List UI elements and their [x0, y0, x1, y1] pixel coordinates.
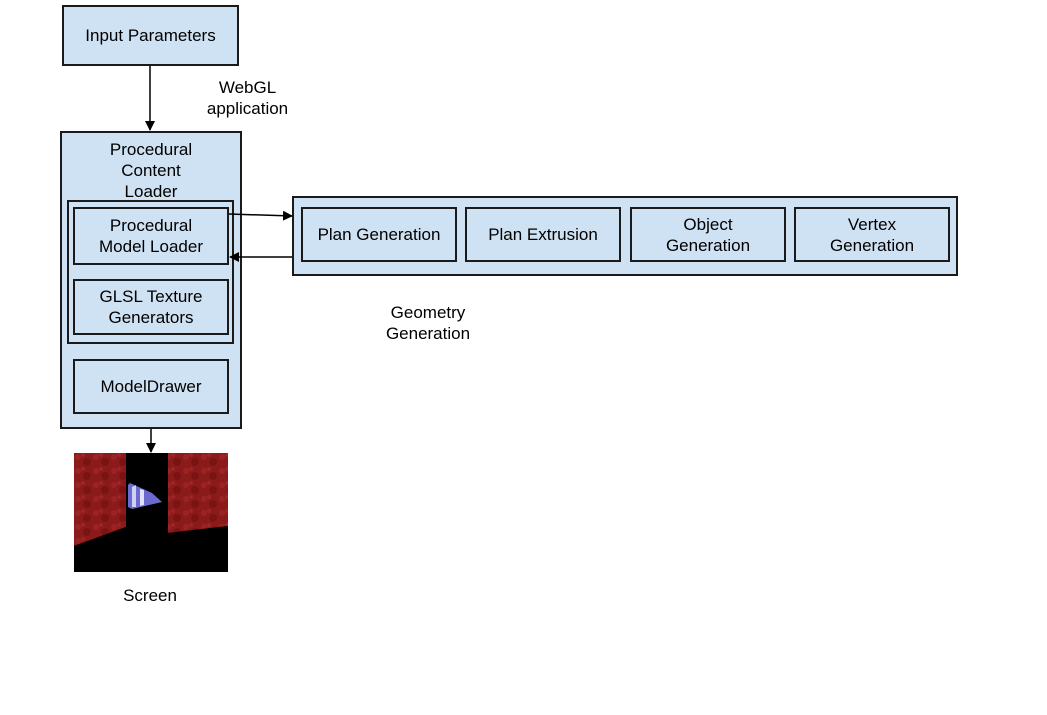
- loader-group-frame: [67, 200, 234, 344]
- screen-text: Screen: [123, 586, 177, 605]
- plan-extrusion-text: Plan Extrusion: [488, 225, 598, 244]
- screen-label: Screen: [100, 585, 200, 606]
- arrow-loader-to-geometry: [228, 210, 293, 221]
- object-generation-node: Object Generation: [630, 207, 786, 262]
- plan-generation-node: Plan Generation: [301, 207, 457, 262]
- object-generation-text: Object Generation: [665, 214, 751, 255]
- plan-generation-text: Plan Generation: [317, 225, 441, 244]
- vertex-generation-text: Vertex Generation: [829, 214, 915, 255]
- procedural-content-loader-label: Procedural Content Loader: [60, 139, 242, 202]
- input-parameters-node: Input Parameters: [62, 5, 239, 66]
- rendered-scene: [74, 453, 228, 572]
- input-parameters-label: Input Parameters: [85, 26, 216, 45]
- geometry-generation-text: Geometry Generation: [385, 303, 471, 343]
- screen-render-image: [74, 453, 228, 572]
- glsl-texture-generators-node: GLSL Texture Generators: [73, 279, 229, 335]
- model-drawer-text: ModelDrawer: [100, 377, 202, 396]
- plan-extrusion-node: Plan Extrusion: [465, 207, 621, 262]
- geometry-generation-label: Geometry Generation: [368, 302, 488, 344]
- glsl-texture-generators-text: GLSL Texture Generators: [99, 287, 203, 327]
- model-drawer-node: ModelDrawer: [73, 359, 229, 414]
- procedural-model-loader-node: Procedural Model Loader: [73, 207, 229, 265]
- webgl-application-text: WebGL application: [206, 78, 289, 118]
- vertex-generation-node: Vertex Generation: [794, 207, 950, 262]
- webgl-application-label: WebGL application: [190, 77, 305, 119]
- procedural-content-loader-text: Procedural Content Loader: [109, 140, 193, 201]
- procedural-model-loader-text: Procedural Model Loader: [99, 216, 203, 256]
